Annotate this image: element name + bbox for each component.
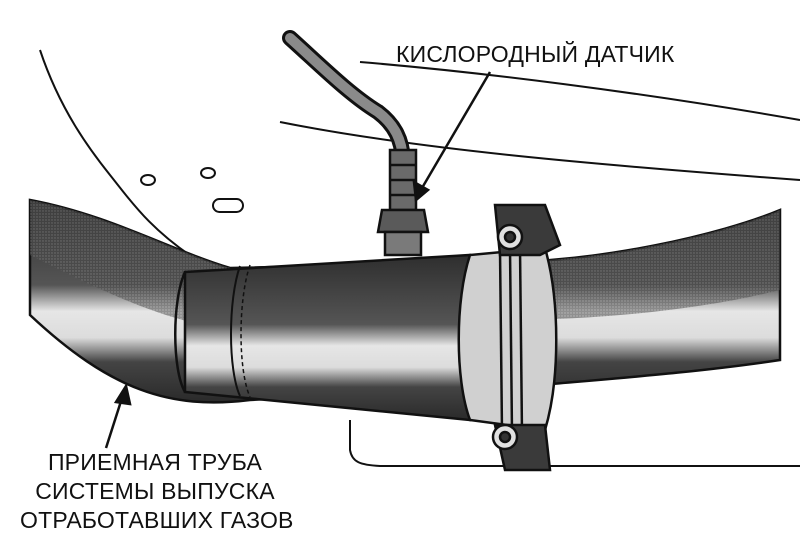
panel-holes (140, 167, 244, 213)
sensor-arrow (412, 71, 492, 203)
body-panel (39, 49, 800, 467)
pipe-clamp (457, 203, 562, 472)
exhaust-pipe-label: ПРИЕМНАЯ ТРУБА СИСТЕМЫ ВЫПУСКА ОТРАБОТАВ… (20, 448, 294, 535)
pipe-sleeve (174, 253, 472, 422)
exhaust-pipe-label-line-2: СИСТЕМЫ ВЫПУСКА (35, 478, 275, 504)
exhaust-pipe-label-line-3: ОТРАБОТАВШИХ ГАЗОВ (20, 507, 294, 533)
oxygen-sensor-label: КИСЛОРОДНЫЙ ДАТЧИК (396, 41, 675, 67)
oxygen-sensor (282, 30, 430, 257)
pipe-arrow (104, 382, 132, 449)
exhaust-pipe-label-line-1: ПРИЕМНАЯ ТРУБА (47, 449, 263, 475)
